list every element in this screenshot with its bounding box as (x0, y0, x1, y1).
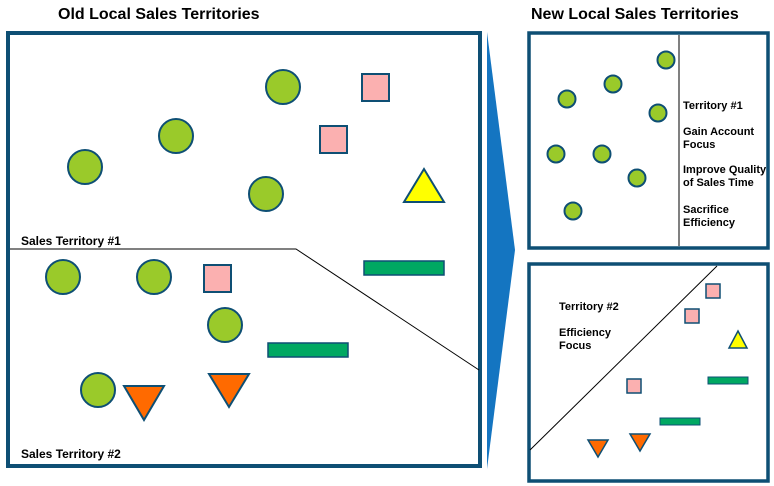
account-square (684, 308, 700, 324)
account-triangle-down (586, 439, 610, 459)
new-territory-2-squares (626, 283, 721, 394)
old-territory-boundary-line (10, 248, 480, 371)
account-circle (648, 103, 668, 123)
account-bar (267, 342, 349, 358)
transition-arrow (487, 32, 515, 469)
territory-2-divider (529, 265, 718, 451)
account-triangle-down (122, 385, 166, 422)
account-circle (603, 74, 623, 94)
account-triangle-up (402, 167, 446, 203)
account-circle (546, 144, 566, 164)
account-circle (80, 372, 116, 408)
account-square (705, 283, 721, 299)
new-territories-title: New Local Sales Territories (531, 6, 739, 23)
account-circle (158, 118, 194, 154)
territory-2-efficiency-note: Efficiency Focus (559, 327, 611, 352)
sales-territory-2-label: Sales Territory #2 (21, 447, 121, 461)
account-triangle-up (727, 329, 749, 349)
territory-1-gain-focus-note: Gain Account Focus (683, 126, 755, 151)
account-circle (627, 168, 647, 188)
territory-1-title: Territory #1 (683, 100, 743, 112)
account-circle (557, 89, 577, 109)
account-circle (563, 201, 583, 221)
account-circle (248, 176, 284, 212)
account-square (203, 264, 232, 293)
account-circle (592, 144, 612, 164)
territory-1-quality-note: Improve Quality of Sales Time (683, 164, 767, 189)
account-circle (656, 50, 676, 70)
account-circle (136, 259, 172, 295)
account-circle (207, 307, 243, 343)
account-circle (265, 69, 301, 105)
account-circle (67, 149, 103, 185)
account-bar (707, 376, 749, 385)
new-territory-2-panel (527, 262, 770, 483)
sales-territory-1-label: Sales Territory #1 (21, 234, 121, 248)
account-square (361, 73, 390, 102)
account-bar (363, 260, 445, 276)
territory-2-title: Territory #2 (559, 301, 619, 313)
account-triangle-down (628, 433, 652, 453)
old-circles (45, 69, 301, 408)
account-square (319, 125, 348, 154)
territory-1-efficiency-note: Sacrifice Efficiency (683, 204, 735, 229)
old-territories-title: Old Local Sales Territories (58, 6, 260, 23)
account-circle (45, 259, 81, 295)
account-triangle-down (207, 373, 251, 409)
account-square (626, 378, 642, 394)
account-bar (659, 417, 701, 426)
new-territory-1-circles (546, 50, 676, 221)
old-squares (203, 73, 390, 293)
